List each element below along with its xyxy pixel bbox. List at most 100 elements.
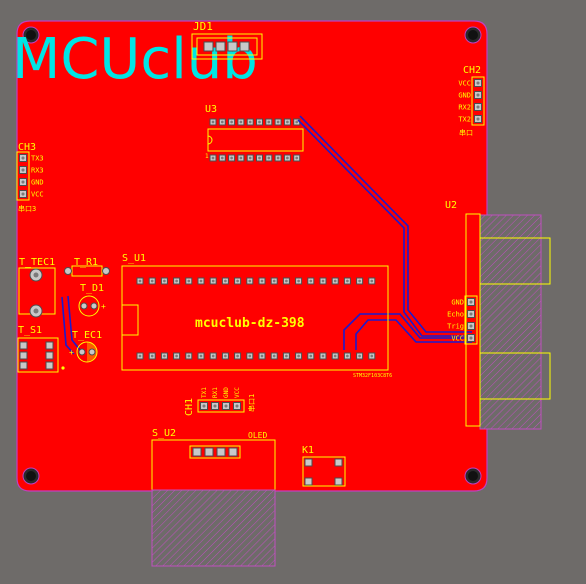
u2-ref[interactable]: U2	[445, 200, 457, 211]
s-u1-pad[interactable]	[270, 352, 278, 360]
u3-pad[interactable]	[283, 118, 291, 126]
t-s1-ref[interactable]: T_S1	[18, 325, 42, 336]
jd1-ref[interactable]: JD1	[193, 20, 213, 33]
ch3-ref[interactable]: CH3	[18, 142, 36, 153]
s-u1-pad[interactable]	[160, 352, 168, 360]
u3-pad[interactable]	[218, 118, 226, 126]
u3-pad[interactable]	[228, 154, 236, 162]
u2-body[interactable]	[465, 213, 481, 427]
u3-pad[interactable]	[256, 154, 263, 162]
u3-pad[interactable]	[246, 118, 254, 126]
ch3-pad[interactable]	[19, 154, 27, 162]
u2-pad[interactable]	[467, 334, 475, 342]
s-u1-pad[interactable]	[258, 277, 266, 285]
jd1-pads[interactable]	[203, 41, 250, 52]
ch2-pad[interactable]	[474, 79, 482, 87]
s-u1-pad[interactable]	[234, 352, 242, 360]
s-u1-pad[interactable]	[295, 352, 303, 360]
s-u1-pad[interactable]	[343, 277, 351, 285]
t-r1-pad-1[interactable]	[64, 267, 72, 275]
t-d1-pad-1[interactable]	[80, 302, 88, 310]
t-r1-ref[interactable]: T_R1	[74, 257, 98, 268]
k1-body[interactable]	[302, 456, 346, 487]
u3-ref[interactable]: U3	[205, 104, 217, 115]
u3-pad[interactable]	[237, 154, 245, 162]
u3-pad[interactable]	[283, 154, 291, 162]
u3-pads[interactable]	[209, 118, 301, 162]
u3-pad[interactable]	[274, 154, 282, 162]
u3-pad[interactable]	[265, 154, 273, 162]
s-u1-pad[interactable]	[282, 352, 290, 360]
s-u1-pad[interactable]	[185, 277, 193, 285]
s-u1-pad[interactable]	[160, 277, 168, 285]
s-u2-ref[interactable]: S_U2	[152, 428, 176, 439]
s-u1-pad[interactable]	[282, 277, 290, 285]
u3-pad[interactable]	[246, 154, 254, 162]
u3-pad[interactable]	[228, 118, 236, 126]
t-s1-body[interactable]	[17, 337, 59, 373]
t-d1-ref[interactable]: T_D1	[80, 283, 104, 294]
u3-pad[interactable]	[209, 118, 217, 126]
s-u1-pad[interactable]	[173, 352, 181, 360]
ch2-pad[interactable]	[474, 115, 482, 123]
jd1-outline[interactable]	[191, 33, 263, 60]
s-u1-pad[interactable]	[148, 352, 156, 360]
s-u1-pad[interactable]	[136, 352, 144, 360]
u3-pad[interactable]	[256, 118, 263, 126]
ch3-pad[interactable]	[19, 178, 27, 186]
s-u1-pad[interactable]	[331, 277, 339, 285]
t-tec1-pads[interactable]	[29, 268, 43, 318]
s-u1-pad[interactable]	[197, 277, 205, 285]
s-u1-pad[interactable]	[356, 352, 364, 360]
ch1-pad[interactable]	[200, 402, 208, 410]
s-u1-pad[interactable]	[221, 352, 229, 360]
s-u1-pad[interactable]	[185, 352, 193, 360]
s-u1-pad[interactable]	[331, 352, 339, 360]
s-u1-pad[interactable]	[197, 352, 205, 360]
u3-body[interactable]	[207, 128, 304, 152]
ch3-pad[interactable]	[19, 190, 27, 198]
s-u1-pad[interactable]	[295, 277, 303, 285]
s-u1-pad[interactable]	[209, 277, 217, 285]
u3-pad[interactable]	[293, 154, 301, 162]
k1-pads[interactable]	[304, 458, 343, 486]
s-u1-pad[interactable]	[343, 352, 351, 360]
ch2-pad[interactable]	[474, 91, 482, 99]
s-u1-pad[interactable]	[307, 277, 315, 285]
ch2-pad[interactable]	[474, 103, 482, 111]
u3-pad[interactable]	[218, 154, 226, 162]
u2-pad[interactable]	[467, 310, 475, 318]
s-u1-pad[interactable]	[148, 277, 156, 285]
s-u1-pad[interactable]	[258, 352, 266, 360]
s-u1-pad[interactable]	[136, 277, 144, 285]
ch1-pad[interactable]	[211, 402, 219, 410]
ch1-pad[interactable]	[233, 402, 241, 410]
s-u1-pad[interactable]	[307, 352, 315, 360]
u3-pad[interactable]	[209, 154, 217, 162]
s-u1-pad[interactable]	[173, 277, 181, 285]
u3-pad[interactable]	[237, 118, 245, 126]
s-u1-pad[interactable]	[356, 277, 364, 285]
s-u1-pad[interactable]	[368, 277, 376, 285]
ch2-ref[interactable]: CH2	[463, 65, 481, 76]
t-ec1-ref[interactable]: T_EC1	[72, 330, 102, 341]
s-u1-pad[interactable]	[319, 352, 327, 360]
ch1-pad[interactable]	[222, 402, 230, 410]
k1-ref[interactable]: K1	[302, 445, 314, 456]
t-d1-pad-2[interactable]	[90, 302, 98, 310]
u3-pad[interactable]	[265, 118, 273, 126]
t-d1-body[interactable]	[78, 295, 100, 317]
t-ec1-pad-2[interactable]	[88, 348, 96, 356]
ch1-ref[interactable]: CH1	[184, 398, 195, 416]
s-u1-pad[interactable]	[319, 277, 327, 285]
s-u1-pad[interactable]	[368, 352, 376, 360]
s-u1-pad[interactable]	[270, 277, 278, 285]
s-u1-pads[interactable]	[136, 277, 376, 360]
t-s1-pads[interactable]	[19, 341, 54, 370]
s-u1-pad[interactable]	[209, 352, 217, 360]
t-ec1-body[interactable]	[76, 341, 98, 363]
